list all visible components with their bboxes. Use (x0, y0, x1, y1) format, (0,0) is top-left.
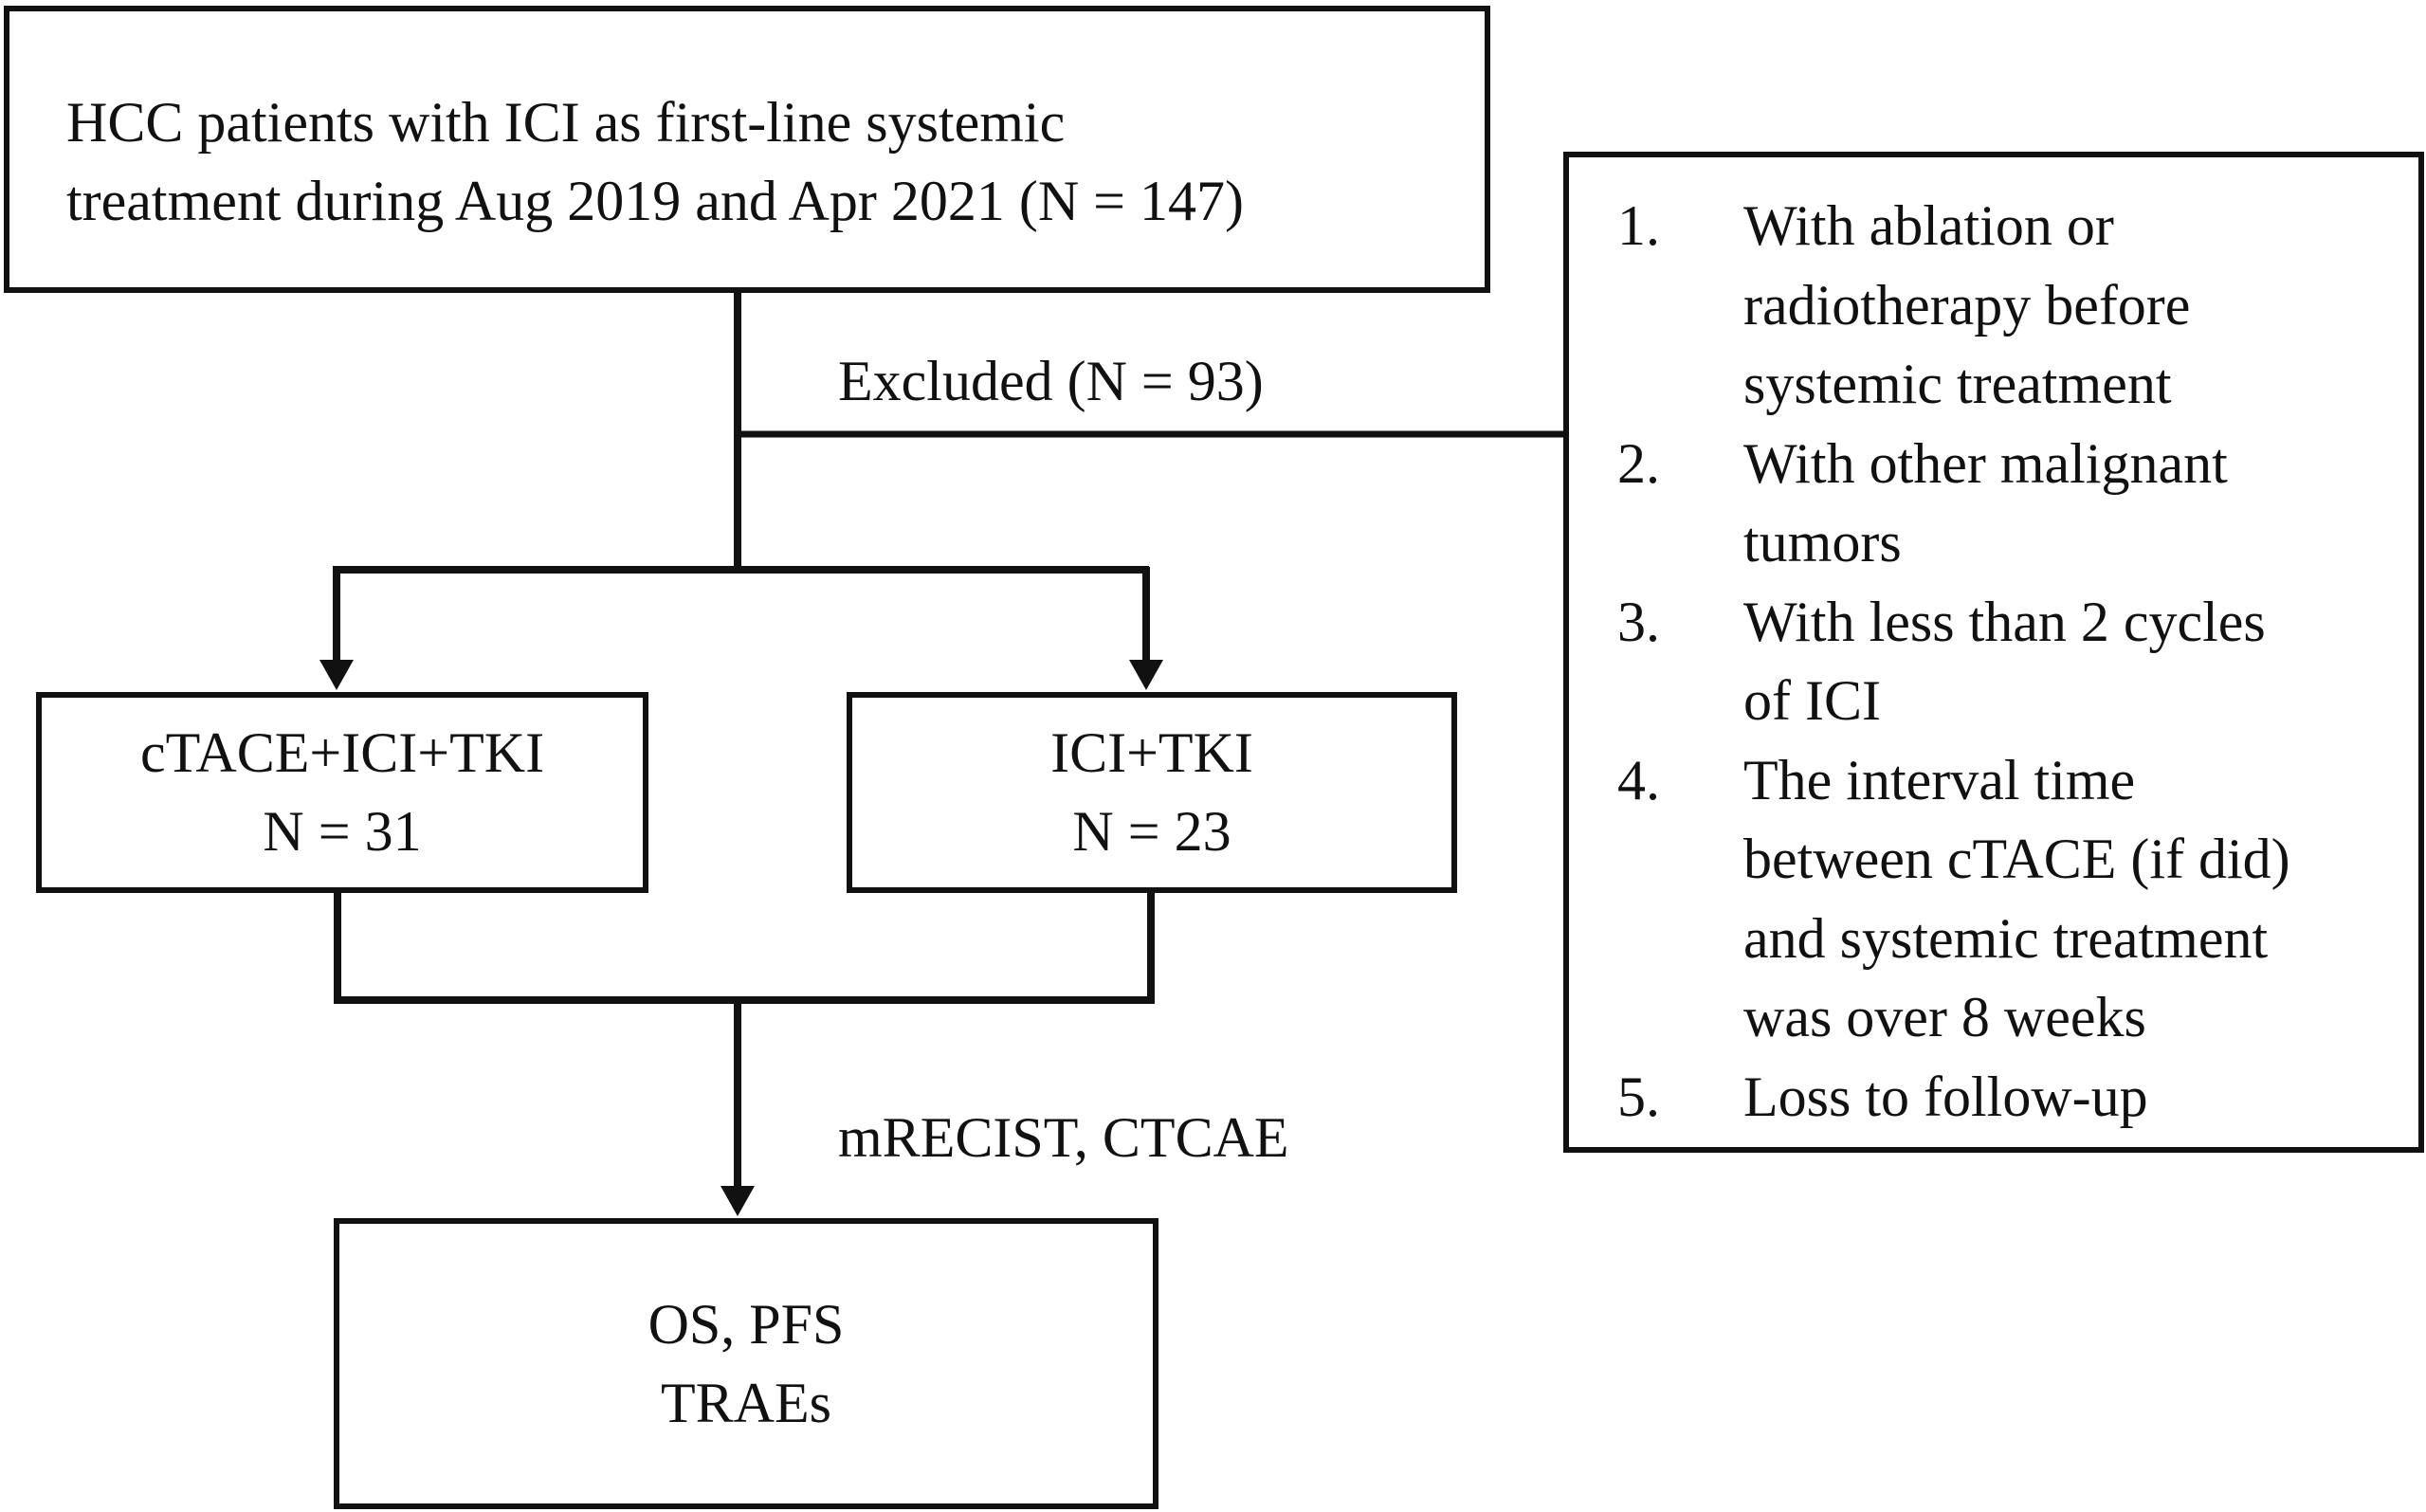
arrowhead-right (1129, 660, 1163, 690)
criterion-number: 4. (1617, 748, 1660, 811)
criterion-number: 2. (1617, 431, 1660, 495)
criterion-text: and systemic treatment (1743, 906, 2269, 970)
criterion-text: tumors (1743, 511, 1902, 574)
criterion-number: 1. (1617, 194, 1660, 257)
criterion-text: radiotherapy before (1743, 273, 2191, 337)
enrolled-line-1: HCC patients with ICI as first-line syst… (66, 91, 1066, 154)
arrowhead-bottom (721, 1186, 755, 1216)
criterion-number: 3. (1617, 590, 1660, 653)
criterion-text: was over 8 weeks (1743, 986, 2146, 1048)
enrolled-patients-box: HCC patients with ICI as first-line syst… (4, 6, 1490, 293)
criterion-3: 3. With less than 2 cycles of ICI (1569, 583, 2418, 741)
criterion-4: 4. The interval time between cTACE (if d… (1569, 741, 2418, 1058)
arrowhead-left (319, 660, 354, 690)
group-count: N = 31 (263, 800, 422, 863)
criterion-text: between cTACE (if did) (1743, 828, 2290, 890)
exclusion-criteria-box: 1. With ablation or radiotherapy before … (1563, 152, 2424, 1153)
criterion-text: systemic treatment (1743, 353, 2172, 415)
criterion-text: Loss to follow-up (1743, 1065, 2148, 1128)
criterion-1: 1. With ablation or radiotherapy before … (1569, 187, 2418, 425)
group-name: ICI+TKI (1050, 721, 1253, 784)
criterion-5: 5. Loss to follow-up (1569, 1058, 2418, 1138)
ici-tki-group-box: ICI+TKI N = 23 (847, 692, 1457, 893)
criterion-text: The interval time (1743, 748, 2136, 811)
criterion-2: 2. With other malignant tumors (1569, 425, 2418, 583)
enrolled-line-2: treatment during Aug 2019 and Apr 2021 (… (66, 170, 1244, 232)
ctace-group-box: cTACE+ICI+TKI N = 31 (36, 692, 648, 893)
criterion-number: 5. (1617, 1065, 1660, 1128)
criterion-text: of ICI (1743, 669, 1881, 732)
group-name: cTACE+ICI+TKI (139, 721, 545, 784)
outcome-line-2: TRAEs (661, 1371, 831, 1434)
outcomes-box: OS, PFS TRAEs (334, 1218, 1158, 1509)
group-count: N = 23 (1072, 800, 1231, 863)
excluded-label: Excluded (N = 93) (838, 350, 1264, 412)
criterion-text: With other malignant (1743, 431, 2228, 495)
outcome-line-1: OS, PFS (648, 1292, 845, 1356)
criterion-text: With ablation or (1743, 194, 2114, 257)
criterion-text: With less than 2 cycles (1743, 590, 2266, 653)
assessment-label: mRECIST, CTCAE (838, 1106, 1289, 1169)
